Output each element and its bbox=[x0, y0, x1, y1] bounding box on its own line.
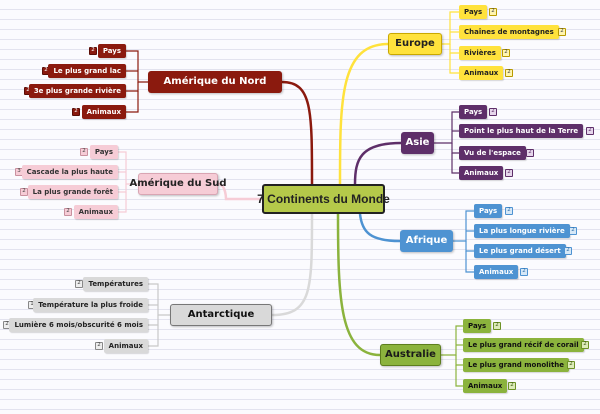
badge-count: 2 bbox=[502, 49, 510, 57]
subtopic-australie-pays[interactable]: Pays bbox=[463, 319, 492, 333]
subtopic-afrique-riviere[interactable]: La plus longue rivière bbox=[474, 224, 570, 238]
topic-afrique[interactable]: Afrique bbox=[400, 230, 453, 252]
badge-count: 2 bbox=[95, 342, 103, 350]
badge-count: 2 bbox=[558, 28, 566, 36]
badge-count: 2 bbox=[505, 169, 513, 177]
badge-count: 2 bbox=[489, 8, 497, 16]
subtopic-amerique-nord-riviere[interactable]: 3e plus grande rivière bbox=[28, 84, 126, 98]
subtopic-europe-montagnes[interactable]: Chaînes de montagnes bbox=[459, 25, 559, 39]
badge-count: 2 bbox=[520, 268, 528, 276]
subtopic-afrique-desert[interactable]: Le plus grand désert bbox=[474, 244, 566, 258]
subtopic-asie-pays[interactable]: Pays bbox=[459, 105, 488, 119]
badge-count: 2 bbox=[569, 227, 577, 235]
subtopic-antarctique-temperatures[interactable]: Températures bbox=[83, 277, 148, 291]
topic-asie[interactable]: Asie bbox=[401, 132, 434, 154]
subtopic-europe-animaux[interactable]: Animaux bbox=[459, 66, 504, 80]
subtopic-australie-recif[interactable]: Le plus grand récif de corail bbox=[463, 338, 584, 352]
badge-count: 2 bbox=[526, 149, 534, 157]
subtopic-asie-animaux[interactable]: Animaux bbox=[459, 166, 504, 180]
subtopic-australie-animaux[interactable]: Animaux bbox=[463, 379, 508, 393]
topic-amerique-du-nord[interactable]: Amérique du Nord bbox=[148, 71, 282, 93]
badge-count: 2 bbox=[20, 188, 28, 196]
subtopic-amerique-nord-lac[interactable]: Le plus grand lac bbox=[48, 64, 126, 78]
badge-count: 2 bbox=[80, 148, 88, 156]
central-topic[interactable]: 7 Continents du Monde bbox=[257, 184, 390, 214]
badge-count: 2 bbox=[489, 108, 497, 116]
badge-count: 2 bbox=[89, 47, 97, 55]
badge-count: 2 bbox=[75, 280, 83, 288]
subtopic-australie-monolithe[interactable]: Le plus grand monolithe bbox=[463, 358, 570, 372]
badge-count: 2 bbox=[493, 322, 501, 330]
subtopic-asie-espace[interactable]: Vu de l'espace bbox=[459, 146, 526, 160]
badge-count: 2 bbox=[567, 361, 575, 369]
badge-count: 2 bbox=[581, 341, 589, 349]
subtopic-amerique-nord-pays[interactable]: Pays bbox=[97, 44, 126, 58]
subtopic-amerique-nord-animaux[interactable]: Animaux bbox=[81, 105, 126, 119]
topic-australie[interactable]: Australie bbox=[380, 344, 441, 366]
subtopic-antarctique-animaux[interactable]: Animaux bbox=[103, 339, 148, 353]
subtopic-amerique-sud-animaux[interactable]: Animaux bbox=[73, 205, 118, 219]
badge-count: 2 bbox=[564, 247, 572, 255]
topic-antarctique[interactable]: Antarctique bbox=[170, 304, 272, 326]
subtopic-europe-pays[interactable]: Pays bbox=[459, 5, 488, 19]
topic-europe[interactable]: Europe bbox=[388, 33, 442, 55]
topic-amerique-du-sud[interactable]: Amérique du Sud bbox=[129, 173, 227, 195]
subtopic-europe-rivieres[interactable]: Rivières bbox=[459, 46, 501, 60]
badge-count: 2 bbox=[64, 208, 72, 216]
subtopic-afrique-pays[interactable]: Pays bbox=[474, 204, 503, 218]
subtopic-afrique-animaux[interactable]: Animaux bbox=[474, 265, 519, 279]
subtopic-amerique-sud-foret[interactable]: La plus grande forêt bbox=[27, 185, 118, 199]
badge-count: 2 bbox=[508, 382, 516, 390]
badge-count: 2 bbox=[505, 207, 513, 215]
subtopic-antarctique-froide[interactable]: Température la plus froide bbox=[33, 298, 148, 312]
subtopic-amerique-sud-cascade[interactable]: Cascade la plus haute bbox=[21, 165, 118, 179]
badge-count: 2 bbox=[586, 127, 594, 135]
subtopic-antarctique-lumiere[interactable]: Lumière 6 mois/obscurité 6 mois bbox=[9, 318, 148, 332]
badge-count: 2 bbox=[72, 108, 80, 116]
badge-count: 2 bbox=[505, 69, 513, 77]
subtopic-amerique-sud-pays[interactable]: Pays bbox=[89, 145, 118, 159]
subtopic-asie-point-haut[interactable]: Point le plus haut de la Terre bbox=[459, 124, 584, 138]
